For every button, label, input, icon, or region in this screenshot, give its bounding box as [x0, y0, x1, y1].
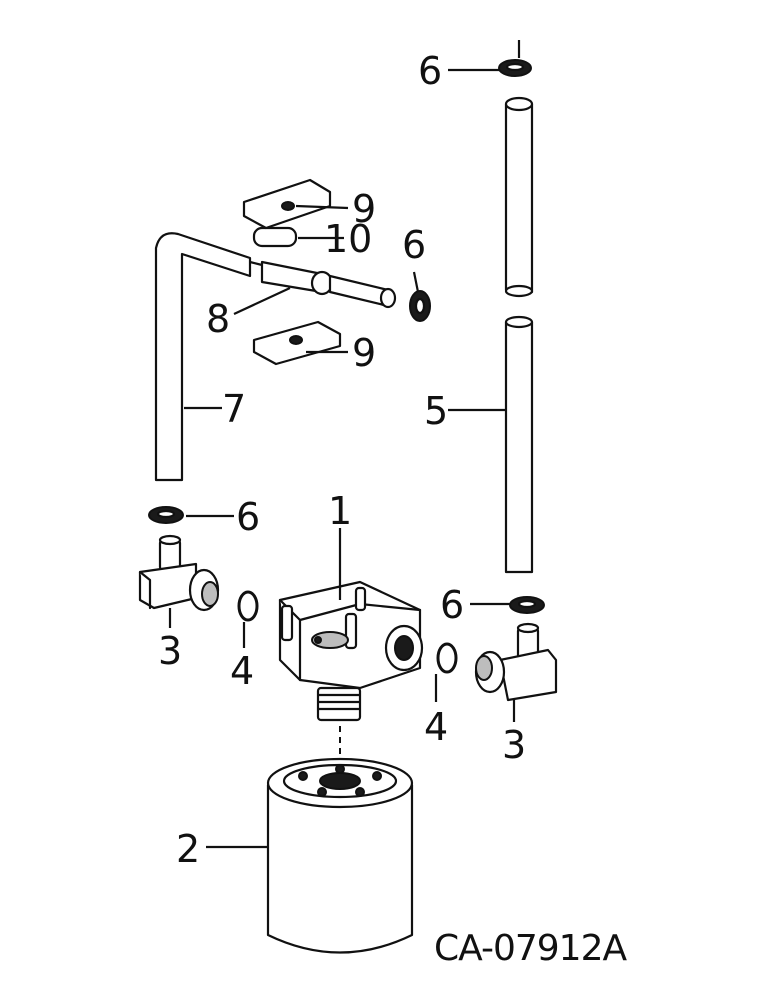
part-4-oring-left	[237, 590, 259, 622]
callout-3-left: 3	[158, 629, 182, 673]
part-1-filter-head	[278, 580, 424, 722]
callout-9-lower: 9	[352, 331, 376, 375]
callout-4-left: 4	[230, 649, 254, 693]
callout-5: 5	[424, 389, 448, 433]
part-4-oring-right	[436, 642, 458, 674]
callout-2: 2	[176, 827, 200, 871]
callout-3-right: 3	[502, 723, 526, 767]
part-9-clamp-lower	[252, 320, 342, 366]
callout-labels: 6 9 10 6 8 9 7 5 6 1 6 3 4 4 3 2	[158, 49, 526, 871]
part-6-seal-left	[148, 506, 184, 524]
part-6-seal-coupling	[409, 290, 431, 322]
callout-1: 1	[328, 489, 352, 533]
part-5-tube	[504, 40, 534, 574]
part-9-clamp-upper	[242, 178, 332, 230]
part-6-seal-right	[509, 596, 545, 614]
callout-10: 10	[324, 217, 372, 261]
part-7-tube	[154, 232, 252, 482]
drawing-number: CA-07912A	[434, 928, 627, 969]
leader-lines	[168, 68, 516, 849]
callout-6-coupling: 6	[402, 223, 426, 267]
callout-4-right: 4	[424, 705, 448, 749]
part-3-elbow-right	[474, 622, 558, 702]
callout-6-right: 6	[440, 583, 464, 627]
callout-7: 7	[222, 387, 246, 431]
callout-9-upper: 9	[352, 187, 376, 231]
part-10-sleeve	[252, 226, 298, 248]
part-3-elbow-left	[138, 534, 220, 612]
callout-6-top: 6	[418, 49, 442, 93]
callout-6-left: 6	[236, 495, 260, 539]
part-6-seal-top	[498, 59, 532, 77]
part-8-coupling	[249, 260, 397, 309]
callout-8: 8	[206, 297, 230, 341]
part-2-filter-canister	[266, 757, 414, 954]
